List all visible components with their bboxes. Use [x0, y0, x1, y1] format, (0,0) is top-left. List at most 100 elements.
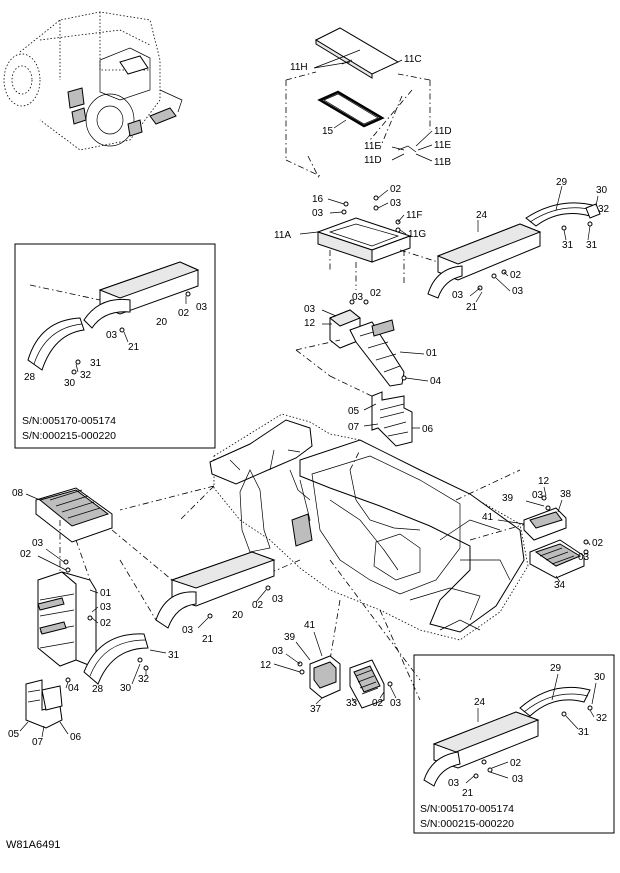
part-label: 03: [512, 286, 524, 297]
serial-range-1: S/N:005170-005174: [22, 415, 116, 427]
part-label: 39: [502, 493, 514, 504]
part-label: 24: [476, 210, 488, 221]
part-label: 03: [106, 330, 118, 341]
part-label: 21: [462, 788, 474, 799]
part-label: 07: [348, 422, 360, 433]
figure-code: W81A6491: [6, 839, 60, 851]
part-label: 29: [556, 177, 568, 188]
fastener-group: [71, 291, 191, 375]
part-label: 16: [312, 194, 324, 205]
main-frame: [119, 413, 541, 701]
part-label: 31: [586, 240, 598, 251]
part-label: 21: [466, 302, 478, 313]
part-label: 33: [346, 698, 358, 709]
serial-range-1: S/N:005170-005174: [420, 803, 514, 815]
steps-lower: 41 39 03 12 37 33 02 03: [260, 620, 402, 715]
part-label: 31: [578, 727, 590, 738]
part-label: 30: [64, 378, 76, 389]
part-label: 04: [430, 376, 442, 387]
part-label: 05: [8, 729, 20, 740]
part-label: 03: [448, 778, 460, 789]
part-label: 30: [596, 185, 608, 196]
part-label: 03: [512, 774, 524, 785]
serial-range-2: S/N:000215-000220: [420, 818, 514, 830]
part-label: 11C: [404, 54, 422, 65]
part-label: 11H: [290, 62, 308, 73]
steps-right: 12 03 39 38 41 02 03 34: [482, 476, 604, 591]
part-label: 11E: [434, 140, 451, 151]
part-label: 06: [422, 424, 434, 435]
part-label: 03: [182, 625, 194, 636]
part-label: 03: [532, 490, 544, 501]
part-label: 11B: [434, 157, 451, 168]
part-label: 01: [426, 348, 438, 359]
steps-left: 08 03 02 01 03 02 04 05 07 06: [8, 487, 113, 748]
part-label: 03: [100, 602, 112, 613]
part-label: 41: [304, 620, 316, 631]
part-label: 05: [348, 406, 360, 417]
part-label: 06: [70, 732, 82, 743]
part-label: 37: [310, 704, 322, 715]
part-label: 03: [272, 646, 284, 657]
part-label: 32: [138, 674, 150, 685]
part-label: 32: [598, 204, 610, 215]
part-label: 11F: [406, 210, 423, 221]
fastener-group: [349, 299, 407, 381]
part-label: 29: [550, 663, 562, 674]
fender-left: 20 02 03 03 21 31 32 30 28: [83, 529, 284, 695]
part-label: 32: [596, 713, 608, 724]
part-label: 03: [32, 538, 44, 549]
part-label: 31: [168, 650, 180, 661]
part-label: 34: [554, 580, 566, 591]
part-label: 02: [510, 758, 522, 769]
part-label: 02: [370, 288, 382, 299]
part-label: 21: [202, 634, 214, 645]
fastener-group: [63, 559, 93, 683]
part-label: 02: [20, 549, 32, 560]
part-label: 03: [452, 290, 464, 301]
part-label: 02: [372, 698, 384, 709]
part-label: 03: [390, 698, 402, 709]
part-label: 11A: [274, 230, 291, 241]
inset-bottom-right: 29 30 32 31 24 02 03 03 21 S/N:005170-00…: [413, 654, 615, 834]
part-label: 31: [90, 358, 102, 369]
part-label: 32: [80, 370, 92, 381]
part-label: 38: [560, 489, 572, 500]
part-label: 28: [92, 684, 104, 695]
part-label: 02: [252, 600, 264, 611]
part-label: 11D: [434, 126, 452, 137]
part-label: 08: [12, 488, 24, 499]
serial-range-2: S/N:000215-000220: [22, 430, 116, 442]
part-label: 11G: [408, 229, 426, 240]
part-label: 30: [594, 672, 606, 683]
part-label: 11E: [364, 141, 381, 152]
part-label: 07: [32, 737, 44, 748]
part-label: 15: [322, 126, 334, 137]
part-label: 20: [156, 317, 168, 328]
fender-right: 24 29 30 32 31 31 02 03 03 21: [399, 177, 610, 313]
cover-assembly: 11H 11C 15 11D 11E 11E 11D 11B 16 03: [274, 27, 452, 290]
part-label: 11D: [364, 155, 382, 166]
part-label: 21: [128, 342, 140, 353]
part-label: 41: [482, 512, 494, 523]
part-label: 03: [390, 198, 402, 209]
part-label: 03: [272, 594, 284, 605]
part-label: 03: [196, 302, 208, 313]
machine-thumbnail: [3, 11, 183, 151]
inset-top-left: 20 02 03 03 21 31 32 30 28 S/N:005170-00…: [14, 243, 216, 449]
part-label: 12: [538, 476, 550, 487]
part-label: 04: [68, 683, 80, 694]
step-center: 03 12 03 02 01 04 05 07 06: [295, 288, 442, 447]
part-label: 30: [120, 683, 132, 694]
part-label: 28: [24, 372, 36, 383]
part-label: 02: [390, 184, 402, 195]
part-label: 02: [510, 270, 522, 281]
part-label: 01: [100, 588, 112, 599]
part-label: 20: [232, 610, 244, 621]
part-label: 03: [352, 292, 364, 303]
part-label: 02: [178, 308, 190, 319]
part-label: 24: [474, 697, 486, 708]
part-label: 02: [100, 618, 112, 629]
part-label: 12: [260, 660, 272, 671]
